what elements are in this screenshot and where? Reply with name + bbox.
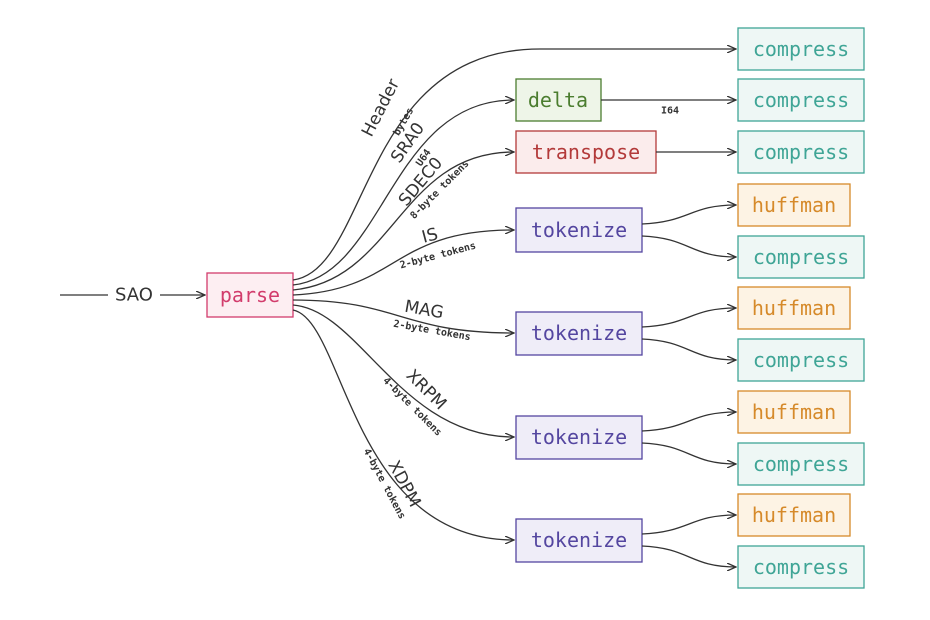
compress-label: compress [753, 555, 849, 579]
delta-node: delta [515, 78, 602, 122]
delta-label: delta [528, 88, 588, 112]
tokenize-group-2: tokenize [515, 308, 736, 360]
edge-to-compress [641, 235, 736, 257]
edge-type-i64: I64 [661, 106, 679, 117]
edge-xrpm [292, 304, 514, 437]
tokenize-group-4: tokenize [515, 515, 736, 567]
compress-label: compress [753, 245, 849, 269]
compress-node-2: compress [737, 78, 865, 122]
edge-sra0 [292, 100, 514, 286]
compress-node-7: compress [737, 545, 865, 589]
compress-node-1: compress [737, 27, 865, 71]
compress-label: compress [753, 88, 849, 112]
edge-to-compress [641, 545, 736, 567]
compress-label: compress [753, 348, 849, 372]
edge-label-is: IS [420, 224, 440, 247]
huffman-node-1: huffman [737, 183, 851, 227]
edge-header [292, 49, 736, 281]
edge-to-huffman [641, 515, 736, 535]
compress-node-3: compress [737, 130, 865, 174]
tokenize-group-1: tokenize [515, 205, 736, 257]
huffman-label: huffman [752, 503, 836, 527]
compress-label: compress [753, 452, 849, 476]
edge-type-is: 2-byte tokens [399, 241, 477, 272]
huffman-label: huffman [752, 400, 836, 424]
huffman-node-4: huffman [737, 493, 851, 537]
edge-sdec0 [292, 152, 514, 291]
edge-to-huffman [641, 412, 736, 432]
edge-xdpm [292, 309, 514, 540]
compress-node-6: compress [737, 442, 865, 486]
compress-node-4: compress [737, 235, 865, 279]
parse-label: parse [220, 283, 280, 307]
edge-to-compress [641, 338, 736, 360]
huffman-label: huffman [752, 193, 836, 217]
huffman-label: huffman [752, 296, 836, 320]
edge-to-compress [641, 442, 736, 464]
edge-type-mag: 2-byte tokens [392, 319, 471, 343]
transpose-label: transpose [532, 140, 640, 164]
transpose-node: transpose [515, 130, 657, 174]
huffman-node-3: huffman [737, 390, 851, 434]
edge-is [292, 230, 514, 296]
input-label-sao: SAO [115, 285, 153, 306]
tokenize-group-3: tokenize [515, 412, 736, 464]
tokenize-label: tokenize [531, 528, 627, 552]
edge-to-huffman [641, 308, 736, 328]
tokenize-label: tokenize [531, 425, 627, 449]
parse-node: parse [206, 272, 294, 318]
compress-label: compress [753, 37, 849, 61]
compress-node-5: compress [737, 338, 865, 382]
compress-label: compress [753, 140, 849, 164]
huffman-node-2: huffman [737, 286, 851, 330]
tokenize-label: tokenize [531, 321, 627, 345]
edge-to-huffman [641, 205, 736, 225]
tokenize-label: tokenize [531, 218, 627, 242]
edge-mag [292, 299, 514, 333]
